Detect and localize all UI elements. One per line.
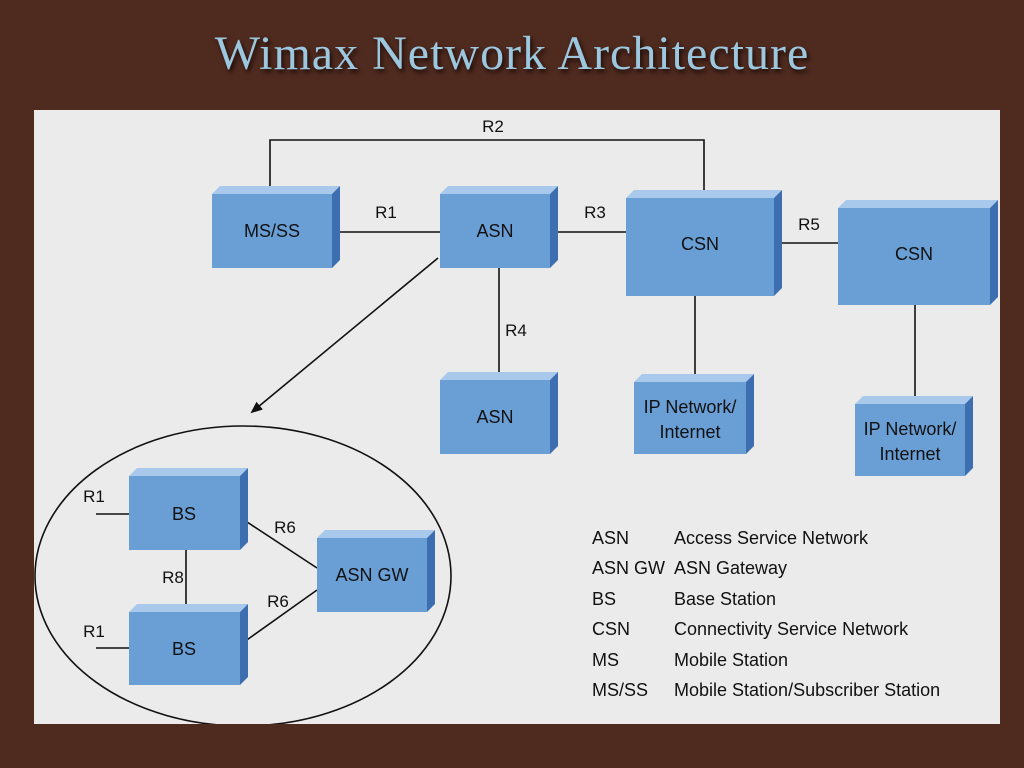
bs-top-label: BS	[172, 504, 196, 524]
legend-row: MS/SS Mobile Station/Subscriber Station	[592, 680, 940, 710]
r2-link	[269, 139, 705, 198]
ip-2-label-line2: Internet	[879, 444, 940, 464]
csn-1-label: CSN	[681, 234, 719, 254]
legend-full: Base Station	[674, 588, 777, 609]
ms-ss-label: MS/SS	[244, 221, 300, 241]
asn-bottom-box: ASN	[440, 372, 558, 454]
bs-top-box: BS	[129, 468, 248, 550]
legend-row: ASN GW ASN Gateway	[592, 558, 940, 588]
ip-network-box-2: IP Network/ Internet	[855, 396, 973, 476]
r5-label: R5	[798, 215, 820, 234]
legend-full: ASN Gateway	[674, 558, 788, 579]
legend-row: MS Mobile Station	[592, 650, 940, 680]
r1-label: R1	[375, 203, 397, 222]
r6-bottom-label: R6	[267, 592, 289, 611]
asn-bottom-label: ASN	[476, 407, 513, 427]
csn-box-2: CSN	[838, 200, 998, 305]
asn-zoom-ellipse	[34, 425, 452, 724]
asn-gw-box: ASN GW	[317, 530, 435, 612]
legend-abbr: MS/SS	[592, 679, 649, 700]
r6-top-link	[243, 519, 318, 569]
r2-label: R2	[482, 117, 504, 136]
legend-row: ASN Access Service Network	[592, 528, 940, 558]
legend-row: BS Base Station	[592, 589, 940, 619]
legend-abbr: BS	[592, 588, 617, 609]
legend-row: CSN Connectivity Service Network	[592, 619, 940, 649]
asn-top-box: ASN	[440, 186, 558, 268]
ip-network-box-1: IP Network/ Internet	[634, 374, 754, 454]
r3-label: R3	[584, 203, 606, 222]
legend-full: Mobile Station/Subscriber Station	[674, 679, 941, 700]
csn-box-1: CSN	[626, 190, 782, 296]
legend-abbr: MS	[592, 649, 619, 670]
r4-label: R4	[505, 321, 527, 340]
architecture-diagram: MS/SS ASN CSN CSN ASN	[34, 117, 998, 724]
legend-full: Connectivity Service Network	[674, 619, 909, 640]
slide-title: Wimax Network Architecture	[214, 27, 810, 80]
ip-2-label-line1: IP Network/	[864, 419, 957, 439]
asn-top-label: ASN	[476, 221, 513, 241]
ip-1-label-line2: Internet	[659, 422, 720, 442]
r6-bottom-link	[243, 589, 318, 643]
r6-top-label: R6	[274, 518, 296, 537]
r1-bs-bottom-label: R1	[83, 622, 105, 641]
legend-full: Mobile Station	[674, 649, 789, 670]
legend-full: Access Service Network	[674, 528, 869, 548]
ip-1-label-line1: IP Network/	[644, 397, 737, 417]
diagram-panel: MS/SS ASN CSN CSN ASN	[34, 110, 1000, 724]
csn-2-label: CSN	[895, 244, 933, 264]
legend-abbr: CSN	[592, 619, 631, 640]
bs-bottom-label: BS	[172, 639, 196, 659]
legend-abbr: ASN	[592, 528, 630, 548]
r1-bs-top-label: R1	[83, 487, 105, 506]
ms-ss-box: MS/SS	[212, 186, 340, 268]
legend: ASN Access Service Network ASN GW ASN Gate…	[592, 528, 940, 710]
asn-gw-label: ASN GW	[335, 565, 408, 585]
legend-abbr: ASN GW	[592, 558, 666, 579]
bs-bottom-box: BS	[129, 604, 248, 685]
zoom-arrow	[250, 257, 439, 414]
r8-label: R8	[162, 568, 184, 587]
